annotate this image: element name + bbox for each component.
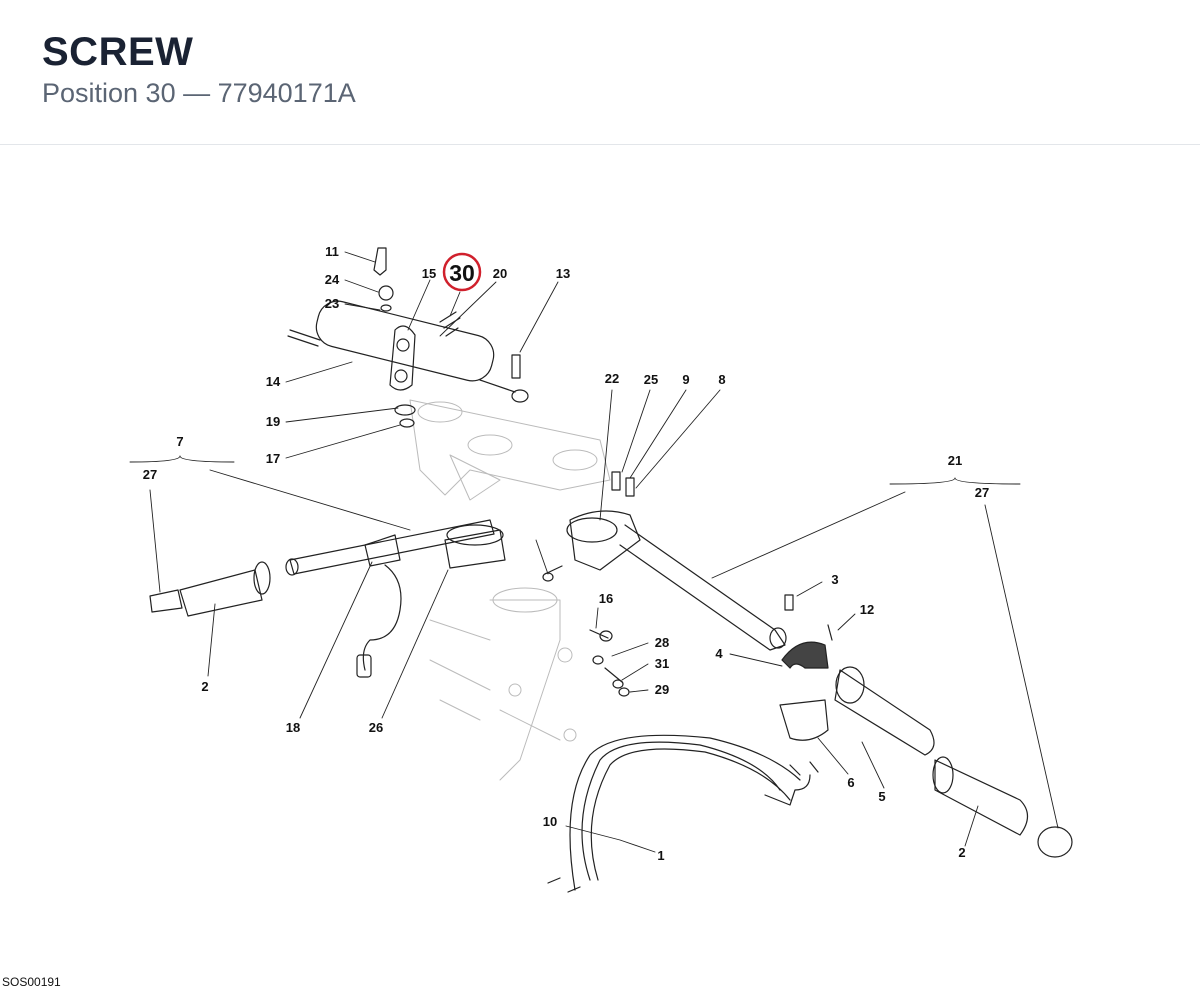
callout-11[interactable]: 11 xyxy=(325,244,339,259)
callout-22[interactable]: 22 xyxy=(605,371,619,386)
throttle-cables-art xyxy=(547,734,819,893)
callout-5[interactable]: 5 xyxy=(878,789,885,804)
diagram-code: SOS00191 xyxy=(2,975,61,989)
callout-13[interactable]: 13 xyxy=(556,266,570,281)
throttle-assembly-art xyxy=(779,594,1073,858)
callout-14[interactable]: 14 xyxy=(266,374,281,389)
callout-9[interactable]: 9 xyxy=(682,372,689,387)
callout-19[interactable]: 19 xyxy=(266,414,280,429)
callout-labels: 11 24 23 15 20 13 14 19 17 7 27 22 25 9 … xyxy=(143,244,989,863)
part-title: SCREW xyxy=(42,30,194,74)
clamp-bolts-art xyxy=(589,629,630,697)
callout-leader-lines xyxy=(129,251,1059,853)
callout-17[interactable]: 17 xyxy=(266,451,280,466)
exploded-parts-diagram: 30 11 24 23 15 20 13 14 19 17 7 27 22 25… xyxy=(0,146,1200,991)
callout-26[interactable]: 26 xyxy=(369,720,383,735)
callout-30-highlighted[interactable]: 30 xyxy=(449,260,475,286)
callout-23[interactable]: 23 xyxy=(325,296,339,311)
callout-28[interactable]: 28 xyxy=(655,635,669,650)
callout-21[interactable]: 21 xyxy=(948,453,962,468)
steering-damper-art xyxy=(287,247,529,428)
callout-20[interactable]: 20 xyxy=(493,266,507,281)
page-header: SCREW Position 30 — 77940171A xyxy=(0,0,1200,145)
callout-7[interactable]: 7 xyxy=(176,434,183,449)
diagram-svg: 30 11 24 23 15 20 13 14 19 17 7 27 22 25… xyxy=(129,244,1073,893)
callout-8[interactable]: 8 xyxy=(718,372,725,387)
callout-6[interactable]: 6 xyxy=(847,775,854,790)
callout-31[interactable]: 31 xyxy=(655,656,669,671)
callout-2-right[interactable]: 2 xyxy=(958,845,965,860)
callout-4[interactable]: 4 xyxy=(715,646,723,661)
callout-27-right[interactable]: 27 xyxy=(975,485,989,500)
callout-3[interactable]: 3 xyxy=(831,572,838,587)
callout-1[interactable]: 1 xyxy=(657,848,664,863)
callout-12[interactable]: 12 xyxy=(860,602,874,617)
callout-24[interactable]: 24 xyxy=(325,272,340,287)
left-handlebar-art xyxy=(149,519,506,678)
callout-10[interactable]: 10 xyxy=(543,814,557,829)
callout-18[interactable]: 18 xyxy=(286,720,300,735)
right-handlebar-art xyxy=(542,471,787,651)
callout-29[interactable]: 29 xyxy=(655,682,669,697)
callout-16[interactable]: 16 xyxy=(599,591,613,606)
highlight-ring xyxy=(442,252,482,292)
callout-27-left[interactable]: 27 xyxy=(143,467,157,482)
part-position-subtitle: Position 30 — 77940171A xyxy=(42,78,356,108)
callout-2-left[interactable]: 2 xyxy=(201,679,208,694)
callout-25[interactable]: 25 xyxy=(644,372,658,387)
callout-15[interactable]: 15 xyxy=(422,266,436,281)
frame-background-art xyxy=(409,399,611,781)
